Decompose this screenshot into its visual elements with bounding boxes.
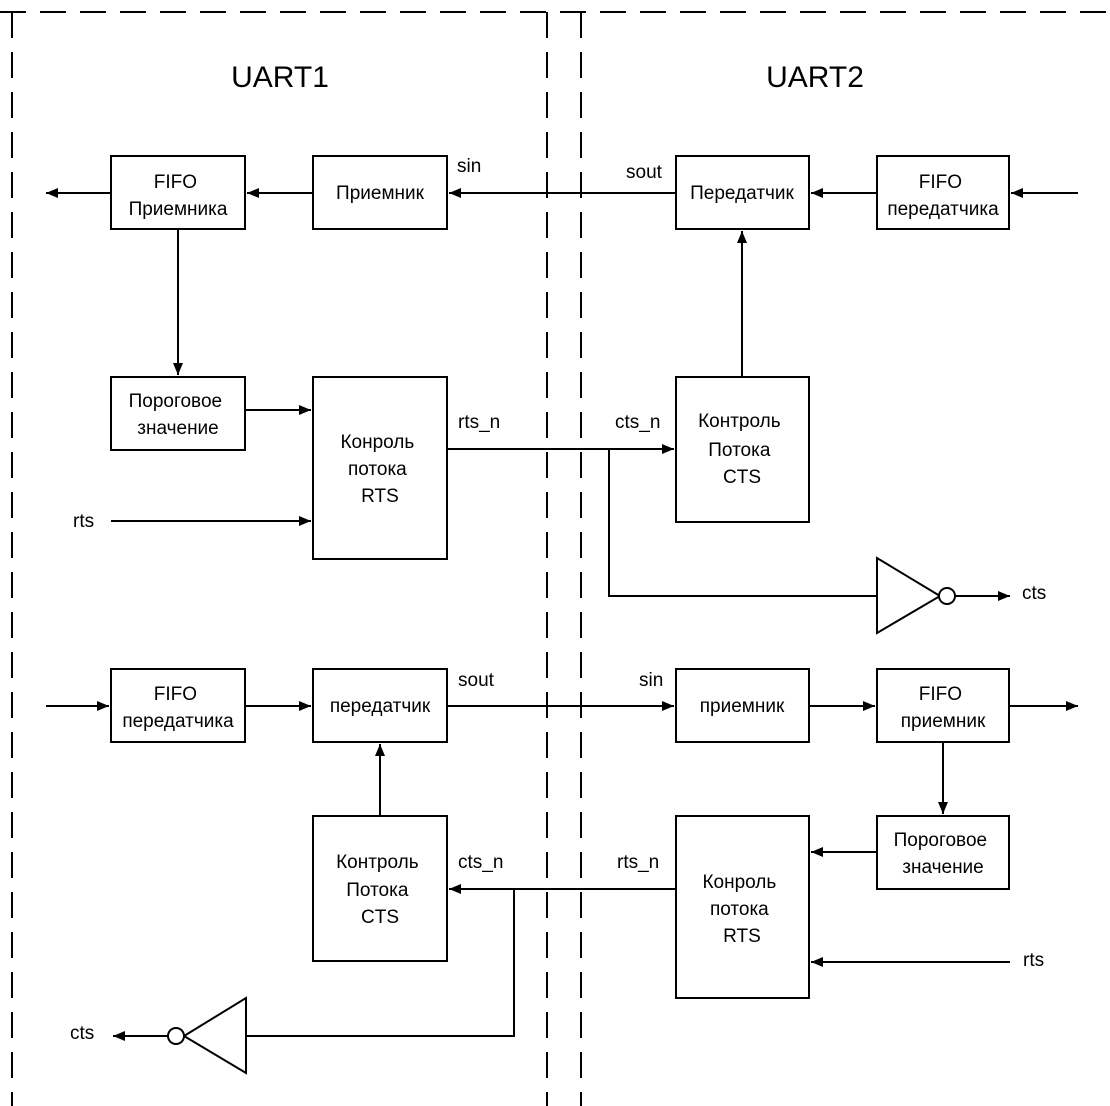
frame-borders xyxy=(0,11,1110,1106)
bottom-inverter-bubble xyxy=(167,1027,185,1045)
top-rts-label: rts xyxy=(73,511,94,532)
bottom-fifo-tx-label: FIFO передатчика xyxy=(122,684,234,732)
top-rts-control-label: Конроль потока RTS xyxy=(340,432,419,507)
bottom-cts-label: cts xyxy=(70,1023,94,1044)
bottom-rts-label: rts xyxy=(1023,950,1044,971)
bottom-section: FIFO передатчика передатчик приемник FIF… xyxy=(46,668,1078,1075)
top-receiver-label: Приемник xyxy=(336,183,425,204)
top-fifo-tx-label: FIFO передатчика xyxy=(887,172,999,220)
top-rts-control-block xyxy=(312,376,448,560)
bottom-cts-branch-wire xyxy=(246,889,515,1037)
bottom-rts-control-block xyxy=(675,815,810,999)
top-fifo-rx-block xyxy=(110,155,246,230)
top-inverter-triangle xyxy=(876,556,942,635)
top-fifo-tx-block xyxy=(876,155,1010,230)
uart1-title: UART1 xyxy=(231,61,329,94)
bottom-inverter-triangle xyxy=(182,996,247,1075)
bottom-threshold-block xyxy=(876,815,1010,890)
top-fifo-rx-label: FIFO Приемника xyxy=(129,172,228,220)
bottom-sin-label: sin xyxy=(639,670,663,691)
bottom-cts-n-label: cts_n xyxy=(458,852,503,873)
bottom-threshold-label: Пороговое значение xyxy=(894,830,993,878)
uart2-title: UART2 xyxy=(766,61,864,94)
top-section: FIFO Приемника Приемник Передатчик FIFO … xyxy=(46,155,1078,635)
bottom-fifo-rx-label: FIFO приемник xyxy=(901,684,986,732)
top-transmitter-label: Передатчик xyxy=(690,183,794,204)
top-cts-control-label: Контроль Потока CTS xyxy=(698,411,786,488)
top-cts-label: cts xyxy=(1022,583,1046,604)
bottom-fifo-rx-block xyxy=(876,668,1010,743)
top-inverter-bubble xyxy=(938,587,956,605)
bottom-transmitter-label: передатчик xyxy=(330,696,431,717)
top-cts-branch-wire xyxy=(608,449,877,597)
top-sin-label: sin xyxy=(457,156,481,177)
top-threshold-label: Пороговое значение xyxy=(129,391,228,439)
top-cts-n-label: cts_n xyxy=(615,412,660,433)
top-threshold-block xyxy=(110,376,246,451)
bottom-receiver-block xyxy=(675,668,810,743)
top-rts-n-label: rts_n xyxy=(458,412,500,433)
top-transmitter-block xyxy=(675,155,810,230)
top-cts-control-block xyxy=(675,376,810,523)
bottom-cts-control-label: Контроль Потока CTS xyxy=(336,852,424,928)
bottom-receiver-label: приемник xyxy=(700,696,785,717)
bottom-rts-n-label: rts_n xyxy=(617,852,659,873)
bottom-transmitter-block xyxy=(312,668,448,743)
top-sout-label: sout xyxy=(626,162,663,183)
bottom-rts-control-label: Конроль потока RTS xyxy=(702,872,781,947)
bottom-sout-label: sout xyxy=(458,670,495,691)
